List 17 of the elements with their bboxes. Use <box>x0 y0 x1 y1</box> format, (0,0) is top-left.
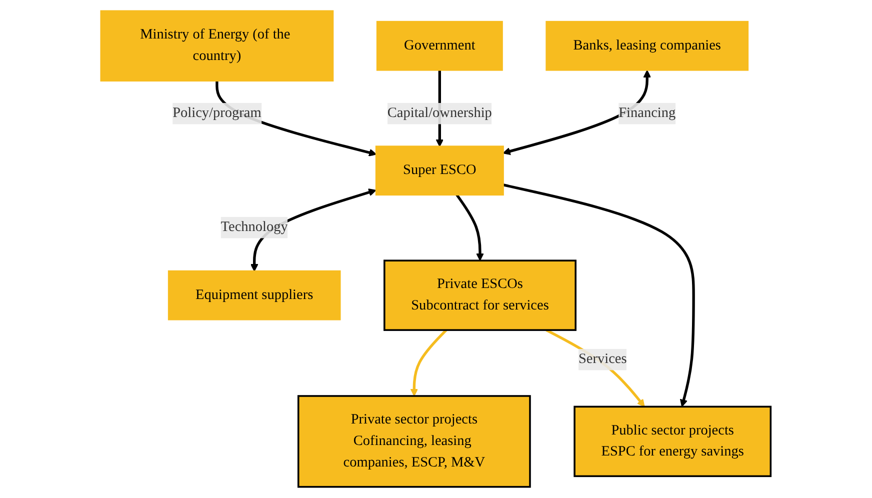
node-box: Ministry of Energy (of the country) <box>100 10 334 82</box>
edge-label: Capital/ownership <box>388 106 492 121</box>
node-box: Public sector projects ESPC for energy savings <box>574 406 772 478</box>
edge-label: Financing <box>618 106 676 121</box>
arrow <box>546 328 645 408</box>
node-box: Super ESCO <box>376 146 504 196</box>
node-box: Banks, leasing companies <box>546 20 749 71</box>
node-box: Government <box>376 20 503 71</box>
edge-label: Technology <box>220 220 288 235</box>
arrow <box>456 194 484 261</box>
node-box: Equipment suppliers <box>168 270 341 320</box>
edge-label: Services <box>578 352 627 367</box>
node-box: Private sector projects Cofinancing, leasing companies, ESCP, M&V <box>298 395 531 488</box>
edge-label: Policy/program <box>172 106 262 121</box>
node-box: Private ESCOs Subcontract for services <box>384 260 577 331</box>
arrow <box>502 184 696 408</box>
arrow <box>410 329 448 396</box>
